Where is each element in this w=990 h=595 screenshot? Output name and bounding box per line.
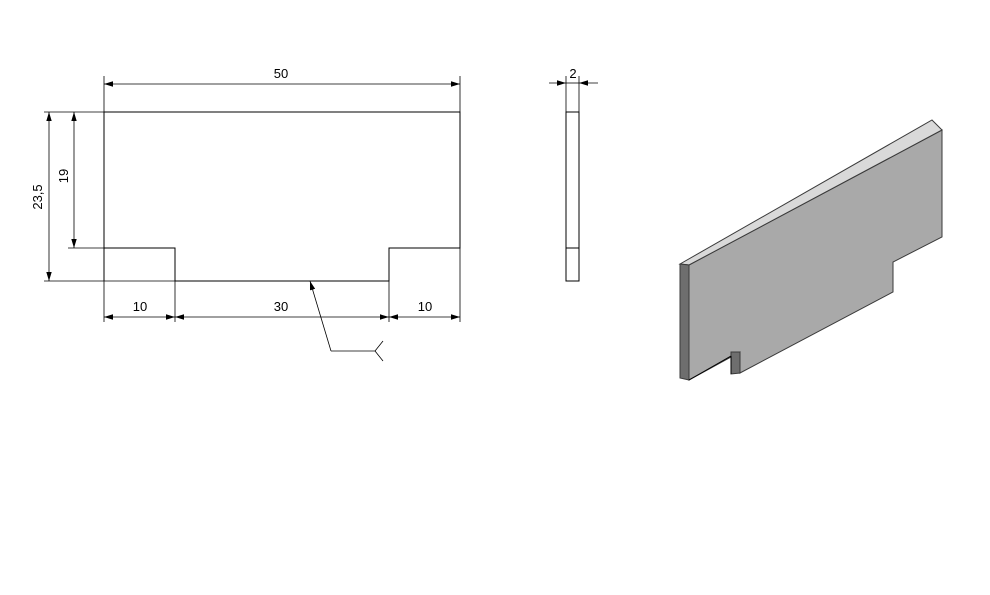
dimension-width-top: 50 bbox=[104, 66, 460, 87]
isometric-side-face bbox=[679, 263, 690, 381]
dimension-bottom-chain: 10 30 10 bbox=[104, 299, 460, 320]
side-view-outline bbox=[565, 111, 580, 282]
front-view bbox=[103, 111, 461, 282]
dimension-height-total-label: 23,5 bbox=[30, 184, 45, 209]
dimension-center-slot-label: 30 bbox=[274, 299, 288, 314]
dimension-height-inner: 19 bbox=[56, 112, 77, 248]
dimension-width-top-label: 50 bbox=[274, 66, 288, 81]
weld-symbol-leader bbox=[309, 280, 384, 362]
dimension-height-inner-label: 19 bbox=[56, 169, 71, 183]
dimension-left-tab-label: 10 bbox=[133, 299, 147, 314]
isometric-front-face bbox=[688, 129, 943, 381]
extension-lines bbox=[44, 76, 461, 322]
dimension-thickness-label: 2 bbox=[569, 66, 576, 81]
dimension-height-total: 23,5 bbox=[30, 112, 52, 281]
dimension-right-tab-label: 10 bbox=[418, 299, 432, 314]
isometric-view bbox=[678, 119, 943, 381]
side-view: 2 bbox=[549, 66, 598, 282]
front-view-outline bbox=[103, 111, 461, 282]
isometric-notch-face bbox=[730, 351, 741, 375]
